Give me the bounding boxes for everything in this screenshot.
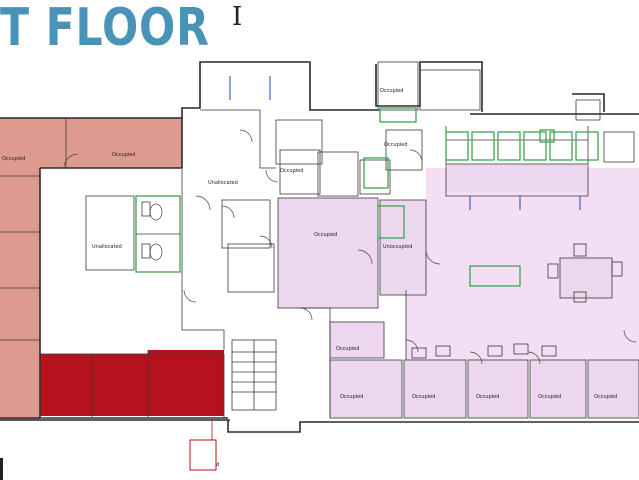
label-occupied-bottom-1: Occupied: [340, 394, 363, 400]
red-room-1: [40, 354, 92, 416]
label-occupied-bottom-4: Occupied: [538, 394, 561, 400]
left-offices: [0, 118, 182, 420]
bottom-office-4: [530, 360, 586, 418]
north-arrow-icon: I: [232, 2, 243, 32]
label-occupied-top-right-2: Occupied: [384, 142, 407, 148]
partitions: [0, 61, 639, 419]
hall-furniture: [411, 243, 623, 359]
green-fixtures: [363, 107, 599, 287]
bottom-office-5: [588, 360, 639, 418]
floor-title: T FLOOR: [0, 0, 210, 58]
label-unallocated-left: Unallocated: [92, 244, 122, 250]
lavender-rooms: [278, 164, 639, 418]
meeting-table-area: [560, 258, 612, 298]
label-occupied-top-left: Occupied: [112, 152, 135, 158]
bottom-office-2: [404, 360, 466, 418]
left-office-column: [0, 118, 40, 420]
toilet-fixtures: [141, 201, 163, 261]
door-swings: [63, 129, 637, 365]
room-labels: Occupied Occupied Unallocated Unallocate…: [2, 88, 617, 468]
label-occupied-bottom-5: Occupied: [594, 394, 617, 400]
external-callout: [189, 420, 217, 471]
red-room-3: [148, 350, 224, 416]
small-office-lilac: [330, 322, 384, 358]
room-unoccupied-lilac: [380, 200, 426, 295]
label-occupied-bottom-2: Occupied: [412, 394, 435, 400]
red-room-2: [92, 354, 148, 416]
label-unallocated-center: Unallocated: [208, 180, 238, 186]
room-center-lilac: [278, 198, 378, 308]
label-occupied-small: Occupied: [336, 346, 359, 352]
label-occupied-top-right: Occupied: [380, 88, 403, 94]
red-occupied-rooms: [40, 350, 224, 416]
bottom-office-3: [468, 360, 528, 418]
label-occupied-left-1: Occupied: [2, 156, 25, 162]
blue-markers: [229, 76, 581, 210]
open-office-band: [447, 164, 587, 192]
bottom-office-1: [330, 360, 402, 418]
edge-marker: [0, 458, 3, 480]
label-occupied-center: Occupied: [314, 232, 337, 238]
label-unoccupied-center: Unoccupied: [383, 244, 412, 250]
label-occupied-bottom-3: Occupied: [476, 394, 499, 400]
label-occupied-top-mid: Occupied: [280, 168, 303, 174]
top-left-offices: [40, 118, 182, 168]
